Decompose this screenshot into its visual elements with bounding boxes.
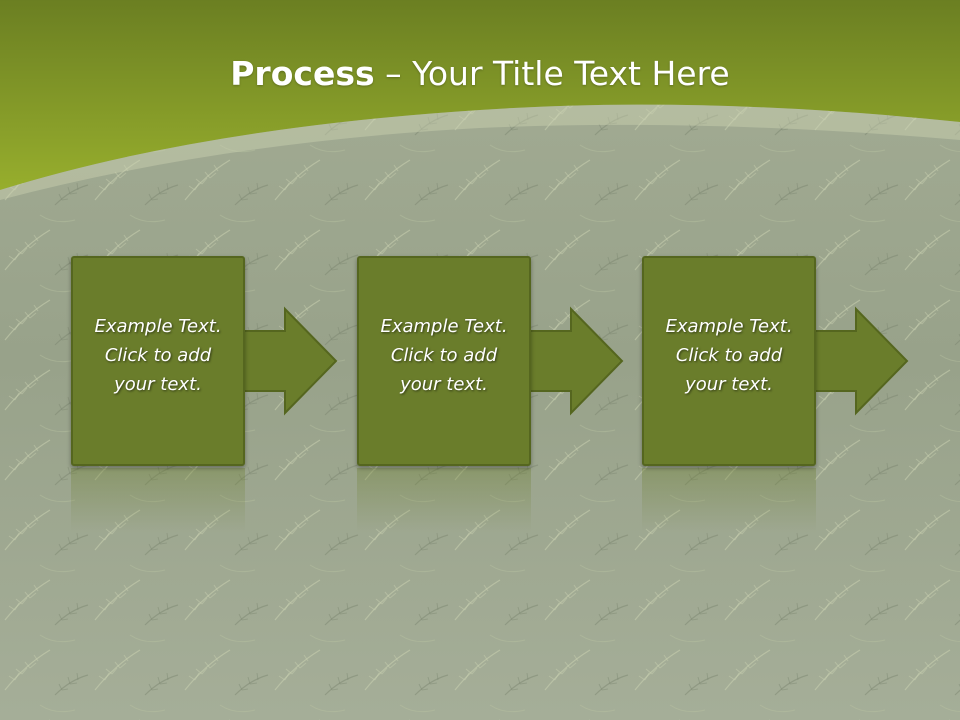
step-3-box[interactable]: Example Text. Click to add your text. (642, 256, 816, 466)
step-3-line-2: Click to add (675, 345, 783, 366)
step-2-arrow[interactable] (529, 306, 625, 416)
step-3-line-1: Example Text. (665, 316, 793, 337)
step-1-line-1: Example Text. (94, 316, 222, 337)
step-1-line-2: Click to add (104, 345, 212, 366)
step-3-line-3: your text. (685, 374, 773, 395)
step-2-box[interactable]: Example Text. Click to add your text. (357, 256, 531, 466)
step-1-box[interactable]: Example Text. Click to add your text. (71, 256, 245, 466)
step-2-line-2: Click to add (390, 345, 498, 366)
step-1-line-3: your text. (114, 374, 202, 395)
step-1-arrow[interactable] (243, 306, 339, 416)
title-bold-part: Process (230, 54, 375, 93)
step-2-reflection (357, 468, 531, 532)
step-2-line-1: Example Text. (380, 316, 508, 337)
title-rest-part: – Your Title Text Here (374, 54, 730, 93)
step-3-text: Example Text. Click to add your text. (644, 312, 814, 399)
step-1-text: Example Text. Click to add your text. (73, 312, 243, 399)
step-2-text: Example Text. Click to add your text. (359, 312, 529, 399)
step-1-reflection (71, 468, 245, 532)
step-3-arrow[interactable] (814, 306, 910, 416)
slide-title[interactable]: Process – Your Title Text Here (0, 52, 960, 96)
step-2-line-3: your text. (400, 374, 488, 395)
step-3-reflection (642, 468, 816, 532)
